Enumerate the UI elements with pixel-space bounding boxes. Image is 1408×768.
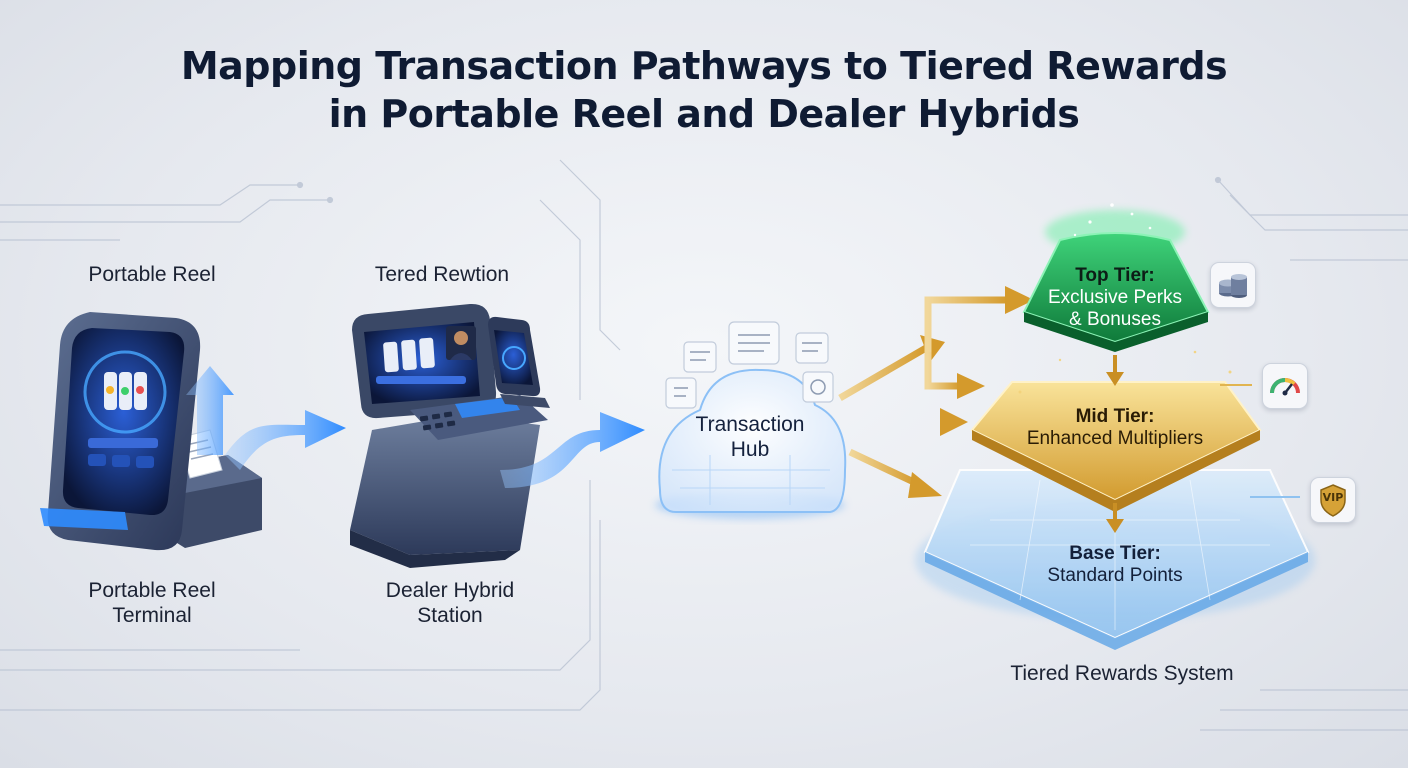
gold-flow-arrows bbox=[838, 286, 1034, 498]
portable-top-label: Portable Reel bbox=[88, 263, 216, 286]
tier-pyramid bbox=[915, 203, 1315, 650]
mid-tier-label: Mid Tier: Enhanced Multipliers bbox=[1026, 406, 1204, 449]
title-line-1: Mapping Transaction Pathways to Tiered R… bbox=[180, 44, 1228, 88]
dealer-top-label: Tered Rewtion bbox=[374, 263, 510, 286]
title-line-2: in Portable Reel and Dealer Hybrids bbox=[328, 92, 1080, 136]
hub-label: Transaction Hub bbox=[695, 413, 805, 461]
flow-arrow-dealer-to-hub bbox=[500, 412, 645, 488]
vip-icon-text: VIP bbox=[1322, 491, 1344, 504]
portable-bottom-label: Portable Reel Terminal bbox=[88, 579, 216, 627]
vip-shield-icon: VIP bbox=[1310, 477, 1356, 523]
base-tier-label: Base Tier: Standard Points bbox=[1047, 543, 1183, 586]
dealer-bottom-label: Dealer Hybrid Station bbox=[385, 579, 515, 627]
portable-reel-terminal bbox=[40, 312, 262, 551]
tiered-rewards-system-label: Tiered Rewards System bbox=[1010, 662, 1234, 685]
gauge-icon bbox=[1262, 363, 1308, 409]
dealer-hybrid-station bbox=[350, 303, 550, 568]
page-title: Mapping Transaction Pathways to Tiered R… bbox=[0, 42, 1408, 138]
coin-stack-icon bbox=[1210, 262, 1256, 308]
circuit-traces bbox=[0, 159, 1408, 731]
top-tier-label: Top Tier: Exclusive Perks & Bonuses bbox=[1047, 265, 1183, 330]
flow-arrow-portable-to-dealer bbox=[225, 410, 346, 470]
transaction-hub bbox=[655, 321, 847, 519]
